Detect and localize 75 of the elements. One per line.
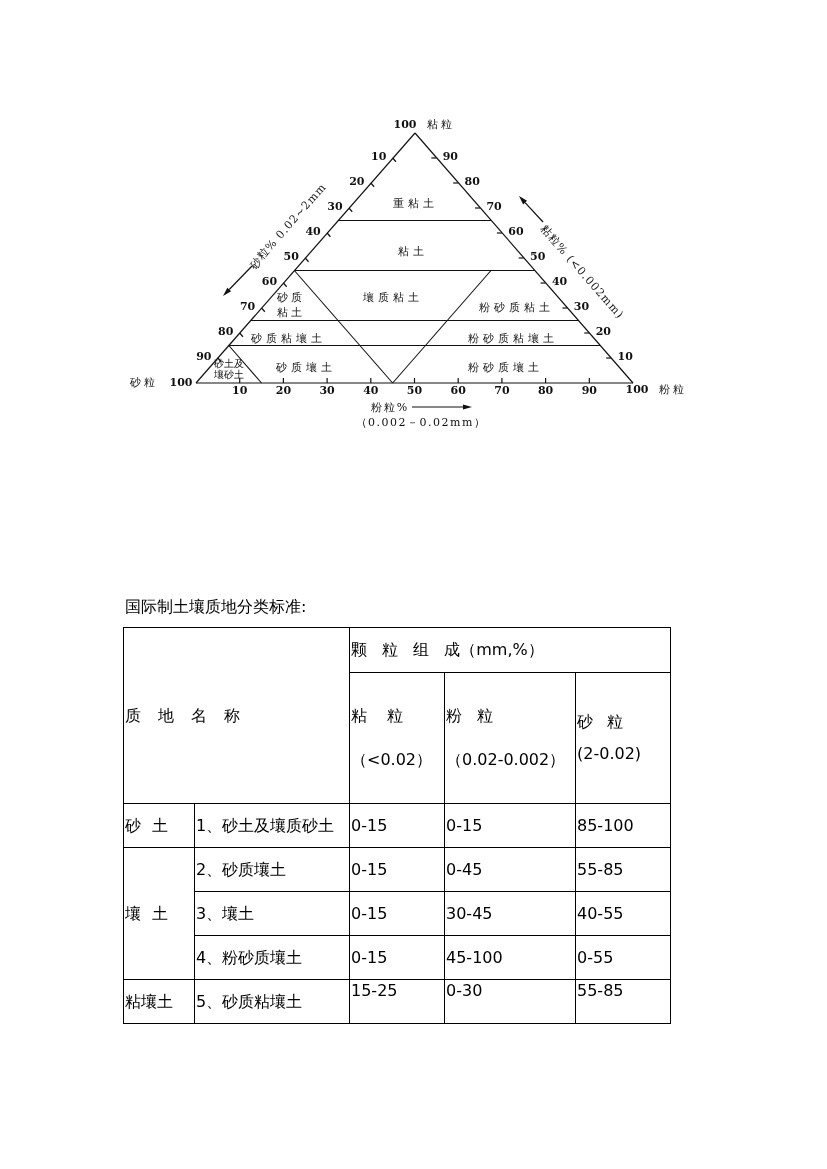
texture-name: 2、砂质壤土 — [196, 859, 287, 880]
percent-range: 55-85 — [577, 981, 624, 1001]
tick-label: 50 — [283, 249, 299, 263]
tick-label: 70 — [494, 383, 510, 397]
percent-range: 0-15 — [351, 815, 388, 836]
percent-range: 55-85 — [577, 859, 624, 880]
tick-label: 30 — [319, 383, 335, 397]
percent-range: 0-30 — [446, 981, 483, 1001]
texture-class-label: 壤质粘土 — [363, 289, 423, 305]
tick-label: 60 — [508, 224, 524, 238]
percent-range: 0-15 — [351, 947, 388, 968]
texture-name: 1、砂土及壤质砂土 — [196, 815, 335, 836]
tick-label: 80 — [464, 174, 480, 188]
axis-name: 粉粒 — [659, 381, 687, 397]
size-range-header: （<0.02） — [351, 749, 433, 771]
tick-label: 90 — [581, 383, 597, 397]
texture-class-label: 砂质壤土 — [276, 359, 336, 375]
tick-label: 40 — [551, 274, 568, 288]
column-header: 砂 粒 — [577, 711, 624, 733]
size-range-header: （0.02-0.002） — [446, 749, 566, 771]
tick-label: 60 — [261, 274, 278, 288]
percent-range: 45-100 — [446, 947, 503, 968]
tick-label: 100 — [625, 382, 649, 396]
percent-range: 0-15 — [446, 815, 483, 836]
texture-name: 3、壤土 — [196, 903, 255, 924]
tick-label: 10 — [371, 149, 387, 163]
category-name: 粘壤土 — [125, 991, 173, 1012]
texture-class-label: 粉砂质壤土 — [467, 359, 543, 375]
percent-range: 30-45 — [446, 903, 493, 924]
axis-name: 砂粒 — [130, 374, 158, 390]
percent-range: 0-15 — [351, 859, 388, 880]
tick-label: 80 — [218, 324, 234, 338]
texture-name: 5、砂质粘壤土 — [196, 991, 303, 1012]
tick-label: 70 — [239, 299, 256, 313]
percent-range: 0-55 — [577, 947, 614, 968]
texture-class-label: 粉砂质粘土 — [478, 299, 554, 315]
tick-label: 70 — [486, 199, 502, 213]
percent-range: 15-25 — [351, 981, 398, 1001]
texture-name: 4、粉砂质壤土 — [196, 947, 303, 968]
tick-label: 60 — [450, 383, 466, 397]
axis-title: 粉粒% — [370, 399, 410, 415]
tick-label: 100 — [393, 117, 417, 131]
column-header: 质 地 名 称 — [125, 705, 241, 726]
texture-class-label: 砂土及壤砂土 — [213, 358, 245, 380]
texture-class-label: 砂质粘壤土 — [250, 330, 326, 346]
tick-label: 50 — [406, 383, 423, 397]
tick-label: 80 — [537, 383, 554, 397]
tick-label: 30 — [327, 199, 343, 213]
size-range-label: （0.002－0.02mm） — [355, 414, 487, 430]
column-header: 粉 粒 — [446, 705, 494, 727]
tick-label: 50 — [530, 249, 546, 263]
axis-name: 粘粒 — [427, 116, 455, 132]
tick-label: 40 — [363, 383, 379, 397]
size-range-header: (2-0.02) — [577, 743, 642, 765]
texture-class-label: 粉砂质粘壤土 — [468, 330, 558, 346]
tick-label: 20 — [349, 174, 365, 188]
column-header: 粘 粒 — [351, 705, 404, 727]
percent-range: 85-100 — [577, 815, 634, 836]
texture-class-label: 重粘土 — [392, 195, 438, 211]
texture-class-label: 粘土 — [398, 243, 428, 259]
column-header: 颗 粒 组 成（mm,%） — [351, 640, 544, 660]
tick-label: 10 — [232, 383, 248, 397]
tick-label: 20 — [595, 324, 611, 338]
texture-class-label: 砂质粘土 — [276, 290, 306, 320]
percent-range: 40-55 — [577, 903, 624, 924]
tick-label: 90 — [442, 149, 458, 163]
category-name: 砂 土 — [125, 815, 169, 836]
tick-label: 100 — [169, 375, 193, 389]
table-title: 国际制土壤质地分类标准: — [125, 597, 307, 617]
category-name: 壤 土 — [125, 903, 169, 924]
percent-range: 0-45 — [446, 859, 483, 880]
tick-label: 90 — [196, 349, 212, 363]
percent-range: 0-15 — [351, 903, 388, 924]
tick-label: 20 — [275, 383, 292, 397]
tick-label: 10 — [617, 349, 633, 363]
